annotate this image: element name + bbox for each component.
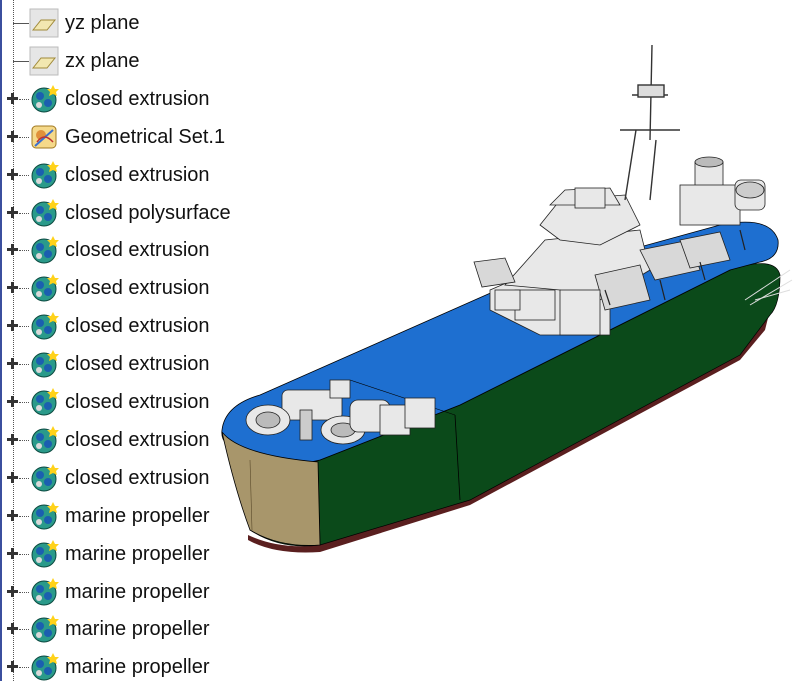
bow-fittings: [744, 269, 793, 306]
tree-connector: [19, 629, 29, 630]
expand-plus-icon[interactable]: [6, 168, 19, 181]
tree-connector: [19, 175, 29, 176]
tree-node-label[interactable]: yz plane: [65, 12, 140, 34]
tree-node[interactable]: closed extrusion: [0, 460, 260, 496]
tree-node[interactable]: closed extrusion: [0, 422, 260, 458]
expand-plus-icon[interactable]: [6, 471, 19, 484]
plane-icon[interactable]: [29, 46, 59, 76]
expand-plus-icon[interactable]: [6, 243, 19, 256]
aft-deck-equipment: [245, 379, 436, 445]
tree-connector: [19, 326, 29, 327]
tree-node-label[interactable]: closed extrusion: [65, 277, 210, 299]
tree-connector: [19, 250, 29, 251]
tree-node-label[interactable]: closed extrusion: [65, 429, 210, 451]
expand-plus-icon[interactable]: [6, 433, 19, 446]
tree-connector: [13, 23, 29, 24]
tree-node-label[interactable]: closed extrusion: [65, 315, 210, 337]
solid-body-icon[interactable]: [29, 349, 59, 379]
tree-connector: [19, 516, 29, 517]
solid-body-icon[interactable]: [29, 160, 59, 190]
tree-node[interactable]: marine propeller: [0, 498, 260, 534]
expand-plus-icon[interactable]: [6, 130, 19, 143]
solid-body-icon[interactable]: [29, 235, 59, 265]
tree-node-label[interactable]: marine propeller: [65, 656, 210, 678]
solid-body-icon[interactable]: [29, 614, 59, 644]
tree-node[interactable]: marine propeller: [0, 574, 260, 610]
tree-node[interactable]: zx plane: [0, 43, 260, 79]
tree-node[interactable]: marine propeller: [0, 649, 260, 685]
tree-node[interactable]: Geometrical Set.1: [0, 119, 260, 155]
3d-viewer[interactable]: [200, 30, 804, 590]
expand-plus-icon[interactable]: [6, 395, 19, 408]
tree-node-label[interactable]: Geometrical Set.1: [65, 126, 226, 148]
tree-connector: [19, 440, 29, 441]
tree-node[interactable]: marine propeller: [0, 536, 260, 572]
tree-node-label[interactable]: zx plane: [65, 50, 140, 72]
funnel: [679, 156, 766, 226]
tree-node[interactable]: closed extrusion: [0, 232, 260, 268]
tree-connector: [19, 99, 29, 100]
plane-icon[interactable]: [29, 8, 59, 38]
expand-plus-icon[interactable]: [6, 547, 19, 560]
tree-connector: [19, 213, 29, 214]
solid-body-icon[interactable]: [29, 311, 59, 341]
tree-node[interactable]: closed polysurface: [0, 195, 260, 231]
stern-transom: [221, 431, 321, 546]
tree-connector: [19, 478, 29, 479]
tree-node[interactable]: closed extrusion: [0, 308, 260, 344]
tree-node[interactable]: yz plane: [0, 5, 260, 41]
geometrical-set-icon[interactable]: [29, 122, 59, 152]
solid-body-icon[interactable]: [29, 273, 59, 303]
solid-body-icon[interactable]: [29, 539, 59, 569]
tree-node-label[interactable]: marine propeller: [65, 543, 210, 565]
expand-plus-icon[interactable]: [6, 319, 19, 332]
tree-node-label[interactable]: marine propeller: [65, 505, 210, 527]
tree-node-label[interactable]: closed extrusion: [65, 164, 210, 186]
tree-node-label[interactable]: closed extrusion: [65, 391, 210, 413]
tree-connector: [19, 364, 29, 365]
tree-node[interactable]: closed extrusion: [0, 157, 260, 193]
solid-body-icon[interactable]: [29, 501, 59, 531]
tree-node[interactable]: closed extrusion: [0, 81, 260, 117]
tree-connector: [19, 402, 29, 403]
tree-node[interactable]: marine propeller: [0, 611, 260, 647]
solid-body-icon[interactable]: [29, 198, 59, 228]
expand-plus-icon[interactable]: [6, 585, 19, 598]
tree-node-label[interactable]: closed extrusion: [65, 467, 210, 489]
solid-body-icon[interactable]: [29, 425, 59, 455]
superstructure: [473, 187, 731, 336]
tree-connector: [19, 137, 29, 138]
tree-connector: [19, 288, 29, 289]
tree-connector: [19, 554, 29, 555]
expand-plus-icon[interactable]: [6, 281, 19, 294]
mast: [620, 44, 680, 201]
expand-plus-icon[interactable]: [6, 660, 19, 673]
tree-node-label[interactable]: closed extrusion: [65, 353, 210, 375]
expand-plus-icon[interactable]: [6, 622, 19, 635]
tree-node-label[interactable]: closed polysurface: [65, 202, 231, 224]
solid-body-icon[interactable]: [29, 84, 59, 114]
panel-edge-line: [0, 0, 2, 681]
expand-plus-icon[interactable]: [6, 92, 19, 105]
tree-node-label[interactable]: closed extrusion: [65, 88, 210, 110]
tree-node-label[interactable]: marine propeller: [65, 581, 210, 603]
expand-plus-icon[interactable]: [6, 509, 19, 522]
expand-plus-icon[interactable]: [6, 357, 19, 370]
tree-connector: [13, 61, 29, 62]
solid-body-icon[interactable]: [29, 577, 59, 607]
tree-node[interactable]: closed extrusion: [0, 384, 260, 420]
tree-connector: [19, 667, 29, 668]
solid-body-icon[interactable]: [29, 652, 59, 682]
tree-connector: [19, 592, 29, 593]
tree-node[interactable]: closed extrusion: [0, 270, 260, 306]
tree-connector-line: [13, 0, 14, 681]
tree-node-label[interactable]: closed extrusion: [65, 239, 210, 261]
solid-body-icon[interactable]: [29, 463, 59, 493]
solid-body-icon[interactable]: [29, 387, 59, 417]
tree-node-label[interactable]: marine propeller: [65, 618, 210, 640]
davits: [604, 229, 746, 306]
tree-node[interactable]: closed extrusion: [0, 346, 260, 382]
expand-plus-icon[interactable]: [6, 206, 19, 219]
